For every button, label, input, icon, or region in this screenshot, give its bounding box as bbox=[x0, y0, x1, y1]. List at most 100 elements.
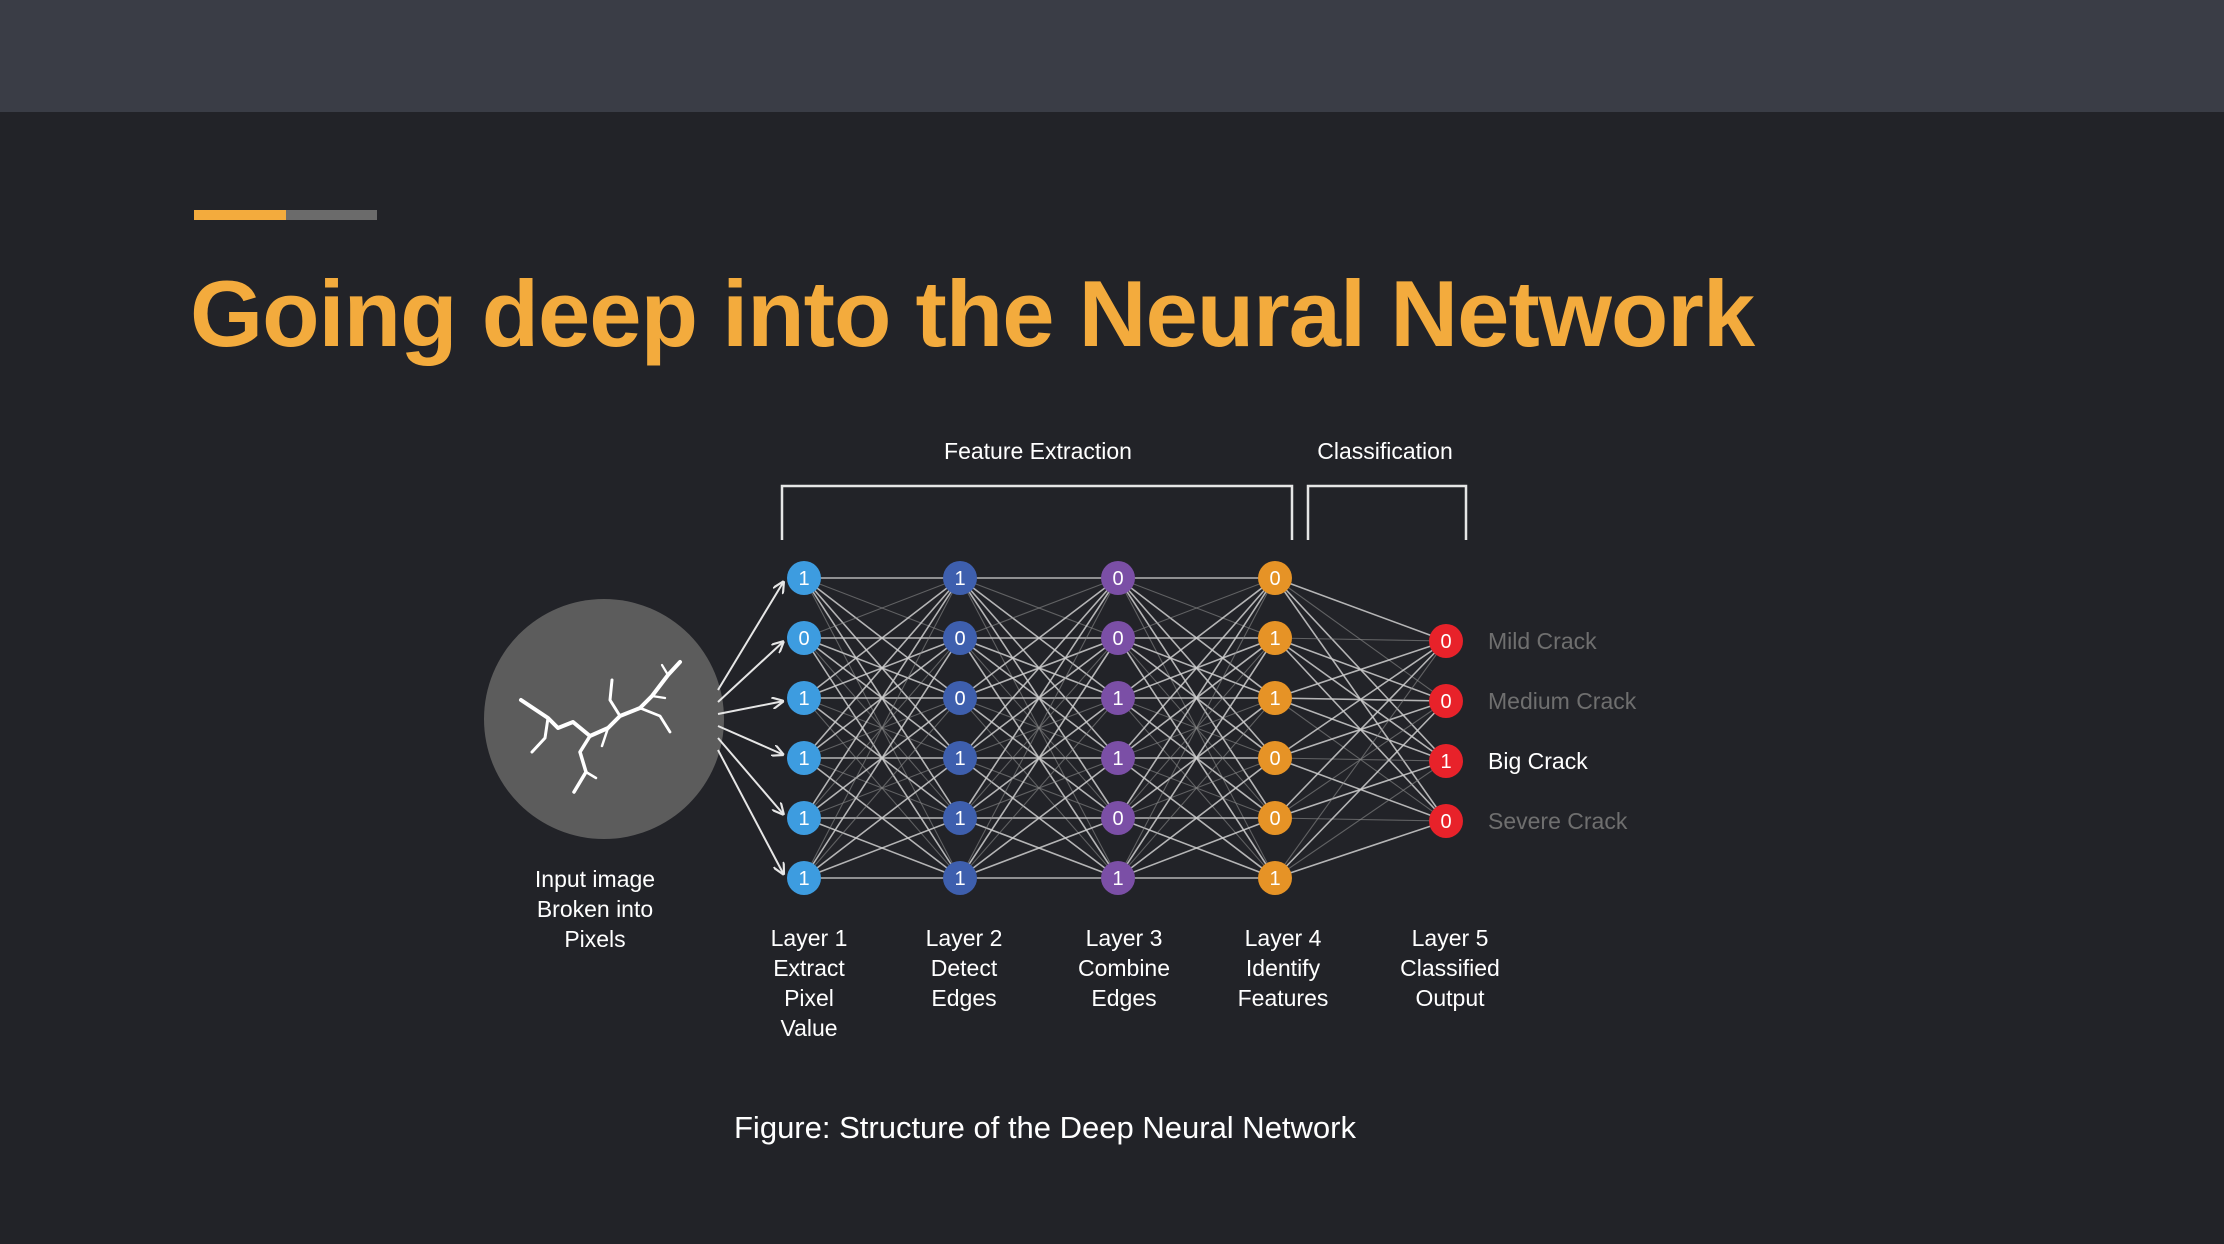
connection-line bbox=[803, 697, 961, 879]
neuron-node: 0 bbox=[943, 621, 977, 655]
input-label-line: Pixels bbox=[564, 926, 625, 952]
connection-line bbox=[959, 577, 1119, 819]
connection-line bbox=[1274, 640, 1447, 819]
neuron-node: 1 bbox=[1429, 744, 1463, 778]
neuron-node: 1 bbox=[787, 741, 821, 775]
connection-line bbox=[959, 817, 1119, 879]
crack-line bbox=[638, 706, 672, 734]
neuron-node: 1 bbox=[1258, 861, 1292, 895]
neuron-value: 1 bbox=[1112, 748, 1123, 770]
neuron-node: 0 bbox=[1429, 684, 1463, 718]
input-image-circle bbox=[484, 599, 724, 839]
layer-label-line: Output bbox=[1415, 985, 1485, 1011]
neuron-circle bbox=[787, 801, 821, 835]
neuron-circle bbox=[1101, 621, 1135, 655]
connection-line bbox=[959, 757, 1119, 879]
input-arrows bbox=[717, 581, 784, 875]
neuron-circle bbox=[1258, 681, 1292, 715]
layer-label-line: Classified bbox=[1400, 955, 1500, 981]
neuron-value: 1 bbox=[1269, 688, 1280, 710]
neuron-value: 1 bbox=[954, 868, 965, 890]
connection-line bbox=[1117, 577, 1276, 699]
connection-line bbox=[1117, 577, 1276, 639]
figure-caption: Figure: Structure of the Deep Neural Net… bbox=[734, 1110, 1356, 1145]
bracket-feature-extraction bbox=[780, 484, 1294, 540]
neuron-circle bbox=[1429, 684, 1463, 718]
layer-label-line: Layer 3 bbox=[1086, 925, 1163, 951]
neuron-node: 0 bbox=[1258, 741, 1292, 775]
neuron-value: 1 bbox=[1269, 868, 1280, 890]
input-arrow bbox=[717, 749, 784, 875]
neuron-circle bbox=[1258, 861, 1292, 895]
neuron-node: 1 bbox=[1258, 681, 1292, 715]
neuron-circle bbox=[787, 621, 821, 655]
neuron-value: 0 bbox=[1440, 811, 1451, 833]
crack-line bbox=[600, 726, 610, 748]
layer-label-line: Layer 5 bbox=[1412, 925, 1489, 951]
neuron-node: 0 bbox=[1429, 624, 1463, 658]
connection-line bbox=[1274, 640, 1447, 879]
connection-line bbox=[803, 577, 961, 699]
crack-line bbox=[572, 734, 592, 794]
connection-line bbox=[959, 577, 1119, 759]
neuron-node: 0 bbox=[1258, 561, 1292, 595]
neuron-value: 1 bbox=[798, 688, 809, 710]
connection-line bbox=[1274, 760, 1447, 879]
input-arrow bbox=[717, 725, 784, 755]
accent-segment-secondary bbox=[286, 210, 377, 220]
layer-label-line: Layer 4 bbox=[1245, 925, 1322, 951]
neuron-circle bbox=[787, 561, 821, 595]
neuron-value: 0 bbox=[798, 628, 809, 650]
neuron-value: 0 bbox=[1440, 631, 1451, 653]
neuron-value: 0 bbox=[1112, 628, 1123, 650]
connection-line bbox=[1117, 577, 1276, 819]
neuron-circle bbox=[787, 861, 821, 895]
connection-line bbox=[803, 577, 961, 819]
layer-label-line: Layer 2 bbox=[926, 925, 1003, 951]
neuron-value: 1 bbox=[798, 868, 809, 890]
neuron-circle bbox=[1429, 744, 1463, 778]
neuron-circle bbox=[1101, 801, 1135, 835]
neuron-circle bbox=[1429, 804, 1463, 838]
neuron-value: 0 bbox=[1440, 691, 1451, 713]
page-title: Going deep into the Neural Network bbox=[190, 261, 1755, 366]
neuron-value: 0 bbox=[954, 688, 965, 710]
connection-line bbox=[1274, 640, 1447, 699]
connection-line bbox=[1117, 697, 1276, 879]
layer-label-line: Extract bbox=[773, 955, 845, 981]
neuron-node: 1 bbox=[787, 681, 821, 715]
input-arrow bbox=[717, 701, 784, 715]
neuron-circle bbox=[943, 801, 977, 835]
neuron-value: 0 bbox=[1269, 808, 1280, 830]
neuron-node: 1 bbox=[787, 801, 821, 835]
neuron-value: 0 bbox=[1112, 568, 1123, 590]
connection-line bbox=[1117, 757, 1276, 879]
neuron-node: 0 bbox=[1258, 801, 1292, 835]
layer-label-line: Value bbox=[780, 1015, 837, 1041]
neuron-node: 1 bbox=[787, 561, 821, 595]
neuron-circle bbox=[1258, 561, 1292, 595]
neuron-circle bbox=[1101, 741, 1135, 775]
layer-label-line: Edges bbox=[1091, 985, 1156, 1011]
layer-label-line: Detect bbox=[931, 955, 998, 981]
neuron-value: 0 bbox=[1269, 568, 1280, 590]
connection-line bbox=[803, 757, 961, 879]
layer-label-line: Identify bbox=[1246, 955, 1321, 981]
neuron-value: 1 bbox=[798, 808, 809, 830]
neuron-circle bbox=[943, 561, 977, 595]
layer-label-line: Pixel bbox=[784, 985, 834, 1011]
neuron-node: 0 bbox=[943, 681, 977, 715]
crack-line bbox=[608, 678, 622, 718]
output-label: Big Crack bbox=[1488, 748, 1588, 774]
neuron-node: 1 bbox=[1101, 741, 1135, 775]
neuron-value: 1 bbox=[1269, 628, 1280, 650]
